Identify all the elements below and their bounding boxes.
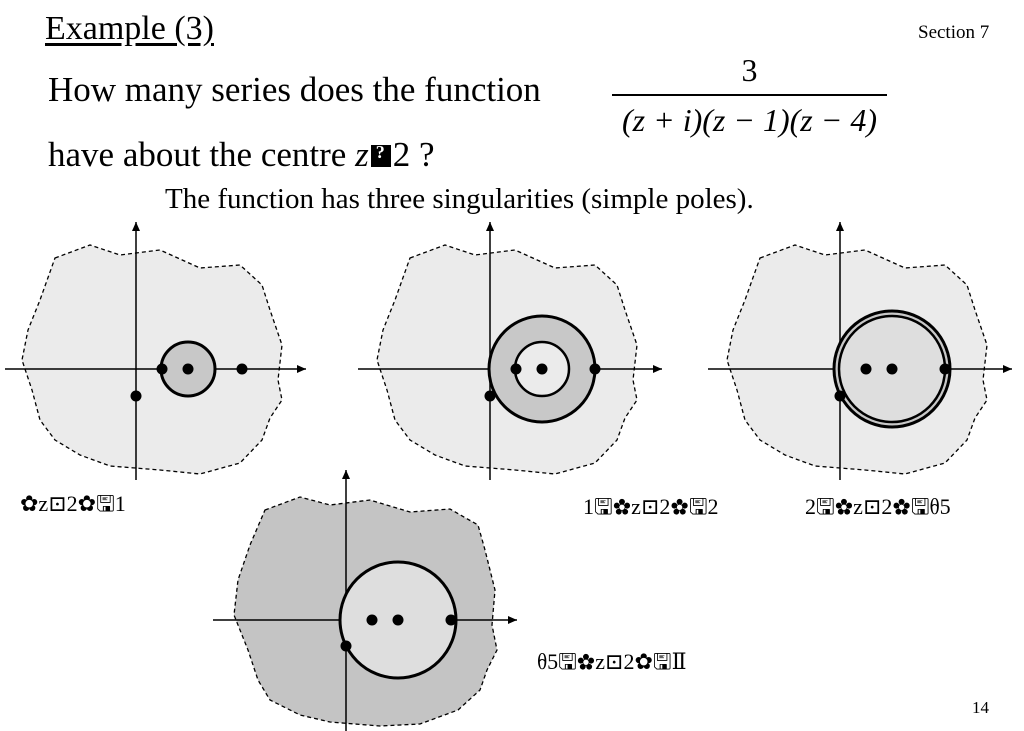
page-number: 14 (972, 698, 989, 717)
region-label-3: 2🖫✿z⊡2✿🖫ᦲ5 (805, 494, 951, 519)
section-label: Section 7 (918, 22, 990, 43)
question-line-2-text: have about the centre (48, 135, 356, 174)
question-line-1: How many series does the function (48, 70, 541, 109)
fraction-bar (612, 94, 887, 96)
diagram-3 (708, 222, 1012, 480)
diagram-4 (213, 470, 517, 731)
region-label-4: ᦲ5🖫✿z⊡2✿🖫Ⅱ (537, 649, 687, 674)
region-label-2: 1🖫✿z⊡2✿🖫2 (583, 494, 719, 519)
function-fraction: 3 (z + i)(z − 1)(z − 4) (612, 50, 887, 140)
slide-title: Example (3) (45, 10, 214, 47)
question-variable: z (355, 135, 369, 174)
question-line-2-end: 2 ? (392, 135, 435, 174)
diagram-1 (5, 222, 306, 480)
fraction-numerator: 3 (741, 52, 758, 88)
missing-glyph-icon (370, 142, 391, 167)
subtitle: The function has three singularities (si… (165, 183, 754, 215)
region-label-1: ✿z⊡2✿🖫1 (20, 491, 126, 516)
question-line-2: have about the centre z 2 ? (48, 135, 435, 175)
fraction-denominator: (z + i)(z − 1)(z − 4) (622, 102, 877, 138)
diagram-2 (358, 222, 662, 480)
region-1 (21, 244, 283, 475)
